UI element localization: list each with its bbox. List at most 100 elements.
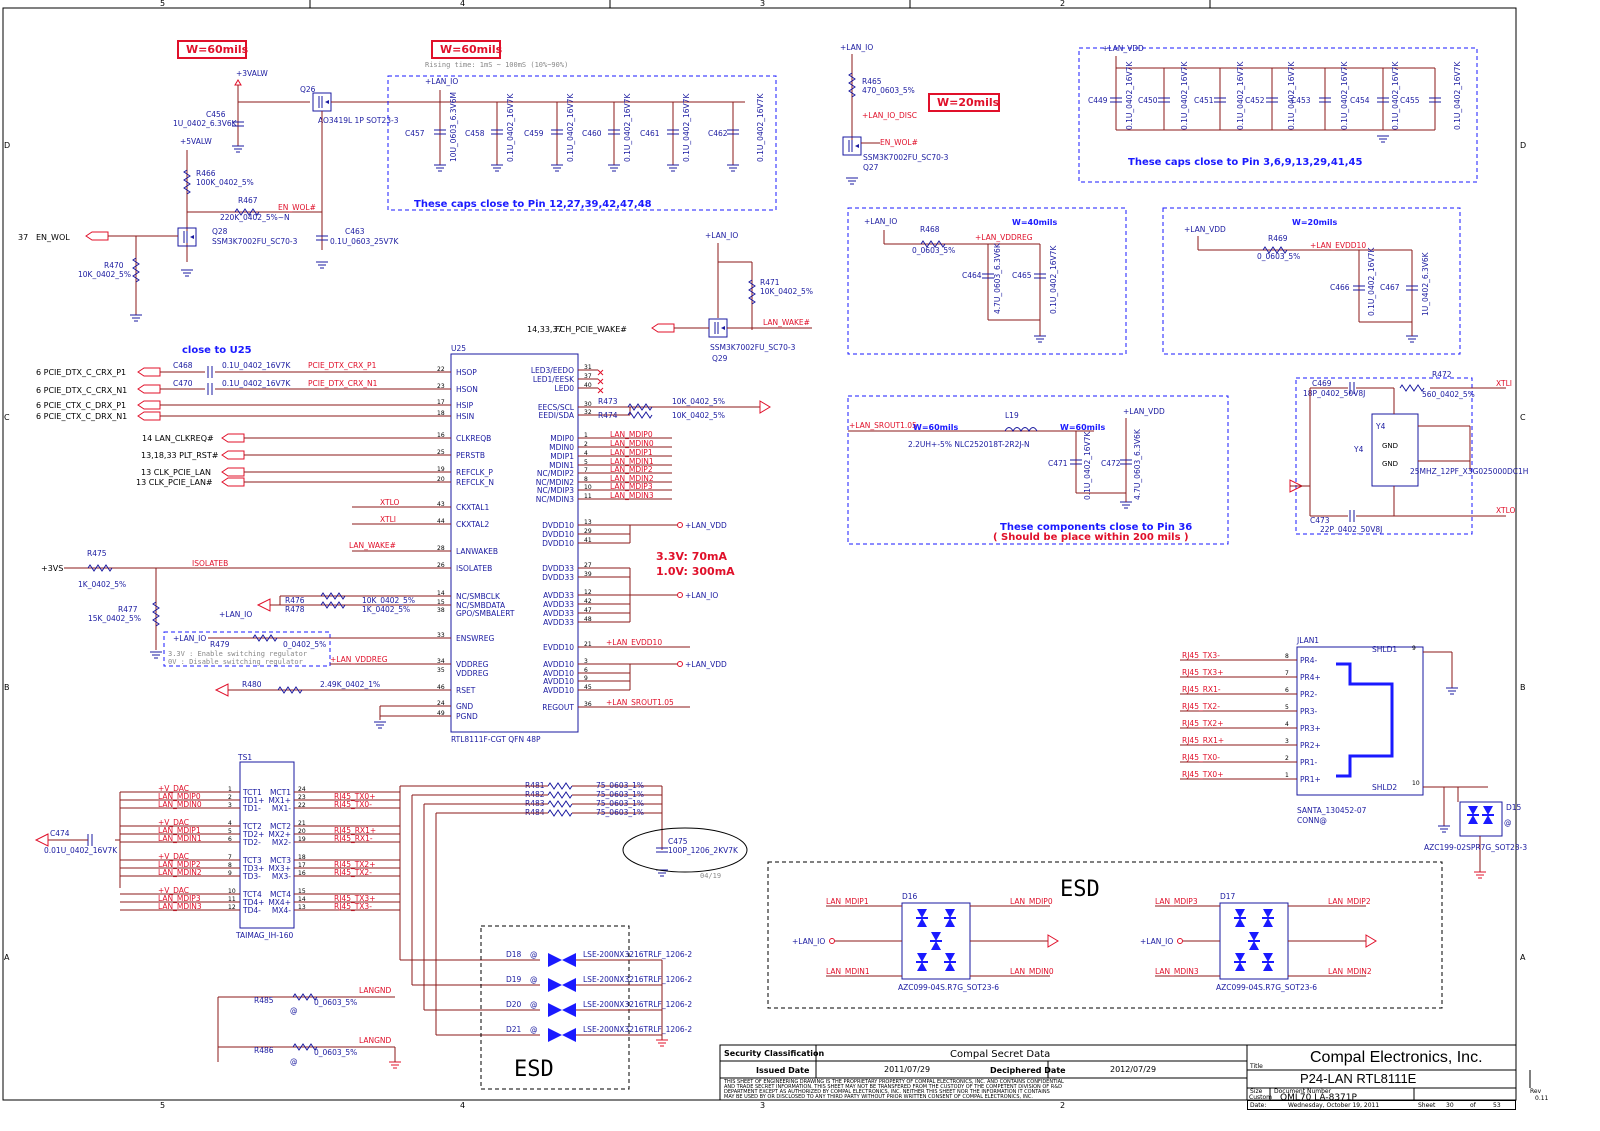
svg-text:XTLO: XTLO: [380, 498, 399, 507]
svg-text:04/19: 04/19: [700, 872, 721, 880]
jlan-net: RJ45_TX2+: [1182, 719, 1224, 728]
ts1-pin-name: MX1+: [268, 796, 291, 805]
q27-value: SSM3K7002FU_SC70-3: [863, 153, 949, 162]
ts1-net-left: LAN_MDIN3: [158, 902, 202, 911]
svg-text:1K_0402_5%: 1K_0402_5%: [362, 605, 410, 614]
r472-value: 560_0402_5%: [1422, 390, 1475, 399]
u25-pin-number: 20: [437, 476, 445, 483]
svg-text:C462: C462: [708, 129, 728, 138]
note-pin36: These components close to Pin 36: [1000, 522, 1192, 533]
d15-value: AZC199-02SPR7G_SOT23-3: [1424, 843, 1527, 852]
svg-text:+LAN_VDDREG: +LAN_VDDREG: [330, 655, 388, 664]
u25-pin-name: LED3/EEDO: [531, 366, 574, 375]
pcie-tx-n: 6 PCIE_CTX_C_DRX_N1: [36, 412, 127, 421]
r470-ref: R470: [104, 261, 124, 270]
svg-text:24: 24: [298, 786, 306, 793]
svg-text:+LAN_VDD: +LAN_VDD: [685, 521, 727, 530]
pcie-tx-p: 6 PCIE_CTX_C_DRX_P1: [36, 401, 126, 410]
svg-text:LAN_MDIP1: LAN_MDIP1: [826, 897, 869, 906]
c459-group: C459 0.1U_0402_16V7K: [524, 93, 575, 172]
ts1-net-right: RJ45_TX2-: [334, 868, 372, 877]
u25-pin-name: DVDD10: [542, 539, 574, 548]
svg-text:8: 8: [1285, 653, 1289, 660]
jlan-net: RJ45_TX0-: [1182, 753, 1220, 762]
u25-pin-name: HSIN: [456, 412, 474, 421]
u25-pin-name: HSIP: [456, 401, 474, 410]
svg-text:W=20mils: W=20mils: [937, 96, 1000, 109]
c467-ref: C467: [1380, 283, 1400, 292]
d20-ref: D20: [506, 1000, 522, 1009]
c465-ref: C465: [1012, 271, 1032, 280]
cap-group-pin12: [387, 75, 777, 211]
svg-text:D16: D16: [902, 892, 918, 901]
u25-pin-name: AVDD33: [543, 600, 574, 609]
svg-text:22: 22: [298, 802, 306, 809]
net-isolateb: ISOLATEB: [192, 559, 228, 568]
svg-text:17: 17: [298, 862, 306, 869]
svg-text:+LAN_VDD: +LAN_VDD: [1184, 225, 1226, 234]
svg-text:4: 4: [228, 820, 232, 827]
mdi-net-label: LAN_MDIP0: [610, 430, 653, 439]
r486-ref: R486: [254, 1046, 274, 1055]
svg-text:@: @: [530, 950, 538, 959]
svg-text:Rev: Rev: [1530, 1088, 1542, 1095]
svg-text:@: @: [530, 1025, 538, 1034]
width-label: W=60mils: [186, 43, 249, 56]
jlan-net: RJ45_TX2-: [1182, 702, 1220, 711]
r475-ref: R475: [87, 549, 107, 558]
r469-value: 0_0603_5%: [1257, 252, 1300, 261]
svg-text:0.1U_0402_16V7K: 0.1U_0402_16V7K: [1340, 61, 1349, 130]
u25-pin-name: NC/MDIN3: [536, 495, 574, 504]
svg-text:C450: C450: [1138, 96, 1158, 105]
ts1-pin-name: MX3+: [268, 864, 291, 873]
u25-pin-number: 49: [437, 710, 445, 717]
u25-pin-name: EECS/SCL: [538, 403, 575, 412]
svg-text:0_0402_5%: 0_0402_5%: [283, 640, 326, 649]
evdd10-box: [1162, 207, 1461, 355]
svg-text:9: 9: [228, 870, 232, 877]
u25-pin-number: 17: [437, 399, 445, 406]
u25-pin-number: 33: [437, 632, 445, 639]
u25-pin-name: CLKREQB: [456, 434, 491, 443]
svg-text:W=40mils: W=40mils: [1012, 218, 1057, 227]
d19-ref: D19: [506, 975, 522, 984]
d21-value: LSE-200NX3216TRLF_1206-2: [583, 1025, 692, 1034]
title-block: Security Classification Compal Secret Da…: [719, 1044, 1549, 1103]
d15-esd: [1459, 801, 1503, 837]
ts1-pin-name: MX2-: [272, 838, 291, 847]
net-fch-wake: FCH_PCIE_WAKE#: [555, 325, 627, 334]
svg-text:+LAN_VDD: +LAN_VDD: [1123, 407, 1165, 416]
u25-pin-number: 2: [584, 441, 588, 448]
ts1-net-right: RJ45_TX0-: [334, 800, 372, 809]
svg-text:3: 3: [228, 802, 232, 809]
u25-pin-name: AVDD10: [543, 686, 574, 695]
svg-text:B: B: [4, 683, 10, 692]
u25-pin-name: NC/SMBCLK: [456, 592, 501, 601]
u25-pin-name: MDIP0: [550, 434, 574, 443]
y4-ref: Y4: [1353, 445, 1364, 454]
svg-text:13: 13: [298, 904, 306, 911]
u25-pin-name: REFCLK_P: [456, 468, 493, 477]
ts1-pin-name: TCT3: [242, 856, 262, 865]
u25-pin-name: DVDD10: [542, 521, 574, 530]
d18-value: LSE-200NX3216TRLF_1206-2: [583, 950, 692, 959]
c463-ref: C463: [345, 227, 365, 236]
jlan1-conn: CONN@: [1297, 816, 1327, 825]
u25-pin-number: 48: [584, 616, 592, 623]
svg-text:LAN_WAKE#: LAN_WAKE#: [349, 541, 396, 550]
svg-text:GND: GND: [1382, 442, 1398, 450]
vddreg-box: [847, 207, 1127, 355]
svg-text:1: 1: [228, 786, 232, 793]
ts1-pin-name: TD1+: [242, 796, 264, 805]
svg-text:LANGND: LANGND: [359, 1036, 392, 1045]
note-close-u25: close to U25: [182, 345, 252, 356]
svg-text:3: 3: [760, 1101, 765, 1110]
u25-pin-number: 11: [584, 493, 592, 500]
esd-box-left: [480, 925, 630, 1090]
mdi-net-label: LAN_MDIP3: [610, 482, 653, 491]
jlan-net: RJ45_TX0+: [1182, 770, 1224, 779]
q29-ref: Q29: [712, 354, 728, 363]
tb-issued-date: 2011/07/29: [884, 1065, 930, 1074]
